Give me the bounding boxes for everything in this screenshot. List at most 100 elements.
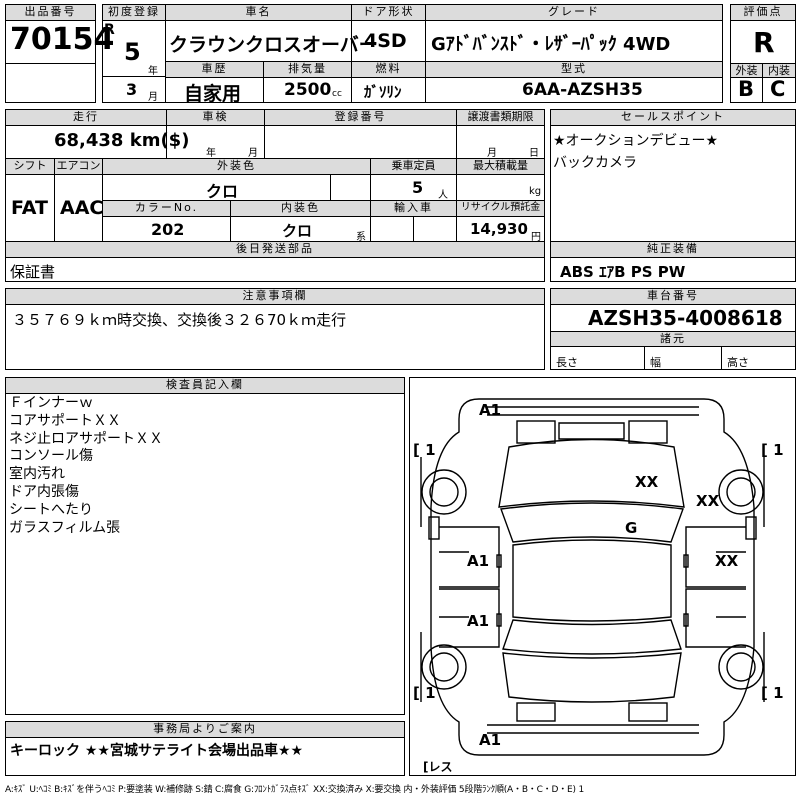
int-color-unit: 系: [356, 232, 366, 243]
mark-1-right-rear: [ 1: [761, 684, 784, 702]
mark-1-left-front: [ 1: [413, 441, 436, 459]
legend: A:ｷｽﾞ U:ﾍｺﾐ B:ｷｽﾞを伴うﾍｺﾐ P:要塗装 W:補修跡 S:錆 …: [5, 785, 584, 795]
score: R: [753, 26, 775, 59]
inspector-line: Ｆインナーｗ: [9, 395, 93, 411]
mark-spare-less: [レス: [423, 760, 453, 774]
notes-box: [5, 304, 545, 370]
mark-xx-hood: XX: [635, 473, 659, 491]
notes: ３５７６９ｋｍ時交換、交換後３２６70ｋｍ走行: [12, 311, 347, 329]
transfer-month: 月: [487, 148, 497, 159]
fuel-label: 燃料: [351, 61, 426, 78]
displacement-unit: cc: [332, 89, 342, 99]
recycle: 14,930: [470, 220, 528, 238]
spec-height-box: [721, 346, 796, 370]
equipment-box: [550, 257, 796, 282]
equipment: ABS ｴｱB PS PW: [560, 263, 686, 281]
interior-grade: C: [770, 77, 786, 101]
int-color: クロ: [282, 222, 313, 240]
interior-box: [762, 77, 796, 103]
color: クロ: [206, 182, 239, 201]
shift-label: シフト: [5, 158, 55, 175]
door-type: 4SD: [364, 30, 407, 52]
mark-a1-left-rear-door: A1: [467, 612, 489, 630]
office-box: [5, 737, 405, 776]
import-label: 輸入車: [370, 200, 457, 217]
color-box-2: [330, 174, 371, 201]
exterior-grade: B: [738, 77, 755, 101]
lot-label: 出品番号: [5, 4, 96, 21]
model: 6AA-AZSH35: [522, 80, 643, 100]
spec-height: 高さ: [727, 356, 749, 369]
first-reg-label: 初度登録: [102, 4, 166, 21]
inspector-lines: Ｆインナーｗ コアサポートＸＸ ネジ止ロアサポートＸＸ コンソール傷 室内汚れ …: [9, 395, 163, 537]
later-parts: 保証書: [10, 263, 56, 281]
color-label: 外装色: [102, 158, 371, 175]
later-parts-label: 後日発送部品: [5, 241, 545, 258]
capacity: 5: [412, 178, 424, 197]
mark-a1-rear: A1: [479, 731, 501, 749]
mark-a1-left-front-door: A1: [467, 552, 489, 570]
notes-label: 注意事項欄: [5, 288, 545, 305]
spec-label: 諸元: [550, 331, 796, 347]
spec-width: 幅: [650, 356, 661, 369]
office-notice: キーロック ★★宮城サテライト会場出品車★★: [10, 743, 304, 759]
load-unit: kg: [529, 186, 542, 197]
inspector-line: コアサポートＸＸ: [9, 412, 121, 429]
load-label: 最大積載量: [456, 158, 545, 175]
car-diagram: A1 XX XX G A1 XX A1 A1 [ 1 [ 1 [ 1 [ 1 […: [413, 398, 784, 774]
spec-length: 長さ: [556, 356, 578, 369]
inspector-line: コンソール傷: [9, 448, 93, 465]
exterior-label: 外装: [730, 63, 763, 78]
recycle-unit: 円: [531, 232, 541, 243]
recycle-label: リサイクル預託金: [456, 200, 545, 217]
reg-year: 5: [124, 38, 141, 66]
equipment-label: 純正装備: [550, 241, 796, 258]
import-box: [370, 216, 414, 242]
mileage: 68,438 km($): [54, 130, 190, 151]
chassis-number: AZSH35-4008618: [588, 306, 783, 330]
inspection-label: 車検: [166, 109, 265, 126]
mark-xx-right-fender: XX: [696, 492, 720, 510]
shift: FAT: [11, 197, 48, 219]
lot-blank: [5, 63, 96, 103]
office-label: 事務局よりご案内: [5, 721, 405, 738]
year-unit: 年: [148, 66, 158, 77]
door-label: ドア形状: [351, 4, 426, 21]
history: 自家用: [184, 83, 242, 105]
model-box: [425, 77, 723, 103]
insp-month-unit: 月: [248, 148, 258, 159]
inspector-label: 検査員記入欄: [5, 377, 405, 394]
mark-a1-front: A1: [479, 401, 501, 419]
transfer-label: 譲渡書類期限: [456, 109, 545, 126]
car-name-label: 車名: [165, 4, 352, 21]
chassis-label: 車台番号: [550, 288, 796, 305]
inspector-line: ガラスフィルム張: [9, 519, 121, 536]
model-label: 型式: [425, 61, 723, 78]
mark-g-windshield: G: [625, 519, 637, 537]
car-name: クラウンクロスオーバー: [169, 34, 378, 56]
inspector-line: シートへたり: [9, 501, 93, 518]
reg-month: 3: [126, 80, 138, 99]
sales-line-1: ★オークションデビュー★: [553, 133, 719, 149]
color-no: 202: [151, 220, 185, 239]
inspector-line: ネジ止ロアサポートＸＸ: [9, 430, 163, 447]
transfer-day: 日: [529, 148, 539, 159]
sales-label: セールスポイント: [550, 109, 796, 126]
capacity-unit: 人: [438, 190, 448, 201]
mark-1-right-front: [ 1: [761, 441, 784, 459]
sales-line-2: バックカメラ: [553, 155, 637, 171]
inspector-line: 室内汚れ: [9, 466, 65, 483]
fuel: ｶﾞｿﾘﾝ: [364, 83, 402, 101]
grade: Gｱﾄﾞﾊﾞﾝｽﾄﾞ・ﾚｻﾞｰﾊﾟｯｸ 4WD: [431, 34, 671, 55]
inspector-box: [5, 393, 405, 715]
ac-label: エアコン: [54, 158, 103, 175]
mileage-label: 走行: [5, 109, 167, 126]
inspector-line: ドア内張傷: [9, 483, 79, 500]
score-label: 評価点: [730, 4, 796, 21]
insp-year-unit: 年: [206, 148, 216, 159]
reg-no-label: 登録番号: [264, 109, 457, 126]
mark-1-left-rear: [ 1: [413, 684, 436, 702]
mark-xx-right-front-door: XX: [715, 552, 739, 570]
displacement: 2500: [284, 80, 332, 100]
interior-label: 内装: [762, 63, 796, 78]
